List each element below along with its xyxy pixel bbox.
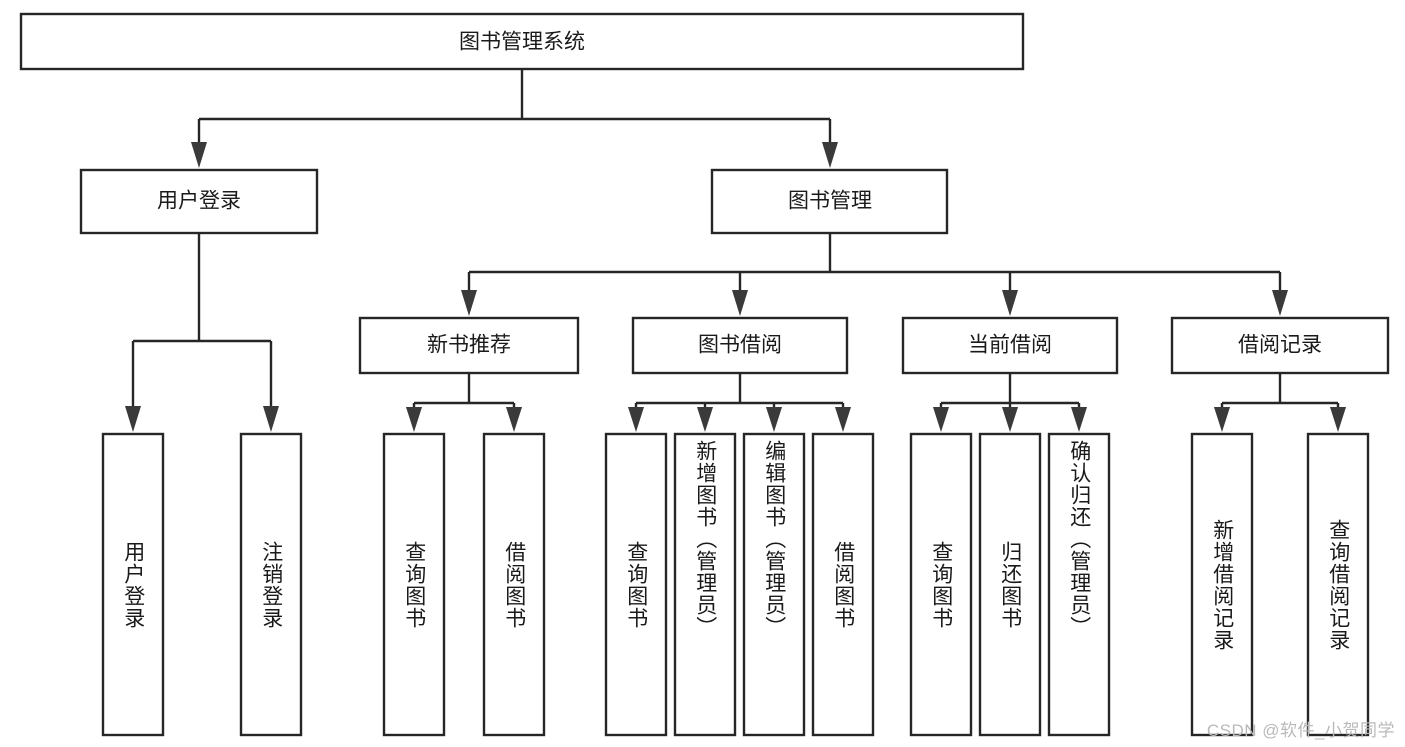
leaf-box-new-book-rec-1[interactable] bbox=[482, 432, 546, 737]
arrow-head-leaf-book-borrow-1 bbox=[697, 407, 713, 432]
arrow-head-borrow-record bbox=[1272, 290, 1288, 316]
leaf-boxes-current-borrow bbox=[909, 432, 1111, 737]
arrow-head-leaf-borrow-record-0 bbox=[1214, 407, 1230, 432]
arrow-head-book-borrow bbox=[732, 290, 748, 316]
node-new-book-rec-label: 新书推荐 bbox=[427, 334, 511, 357]
connector-group-user-login bbox=[125, 233, 279, 432]
arrow-head-leaf-book-borrow-2 bbox=[766, 407, 782, 432]
arrow-head-leaf-book-borrow-3 bbox=[835, 407, 851, 432]
node-borrow-record-label: 借阅记录 bbox=[1238, 334, 1322, 357]
node-current-borrow-box[interactable] bbox=[901, 316, 1119, 375]
arrow-head-new-book-rec bbox=[461, 290, 477, 316]
leaf-boxes-borrow-record bbox=[1190, 432, 1370, 737]
connector-group-root bbox=[191, 69, 838, 168]
node-user-login-box[interactable] bbox=[79, 168, 319, 235]
node-root-label: 图书管理系统 bbox=[459, 31, 585, 54]
leaf-box-new-book-rec-0[interactable] bbox=[382, 432, 446, 737]
arrow-head-current-borrow bbox=[1002, 290, 1018, 316]
arrow-head-leaf-book-borrow-0 bbox=[628, 407, 644, 432]
connector-group-book-manage bbox=[461, 233, 1288, 316]
leaf-box-current-borrow-2[interactable] bbox=[1047, 432, 1111, 737]
connector-group-book-borrow bbox=[628, 373, 851, 432]
leaf-boxes-user-login bbox=[101, 432, 303, 737]
arrow-head-leaf-user-login-1 bbox=[263, 406, 279, 432]
node-book-borrow-label: 图书借阅 bbox=[698, 334, 782, 357]
node-current-borrow-label: 当前借阅 bbox=[968, 334, 1052, 357]
arrow-head-leaf-new-book-rec-1 bbox=[506, 407, 522, 432]
node-book-manage-box[interactable] bbox=[710, 168, 949, 235]
leaf-box-current-borrow-1[interactable] bbox=[978, 432, 1042, 737]
node-borrow-record-box[interactable] bbox=[1170, 316, 1390, 375]
arrow-head-leaf-borrow-record-1 bbox=[1330, 407, 1346, 432]
leaf-box-book-borrow-0[interactable] bbox=[604, 432, 668, 737]
leaf-boxes-new-book-rec bbox=[382, 432, 546, 737]
node-book-borrow-box[interactable] bbox=[631, 316, 849, 375]
leaf-box-book-borrow-3[interactable] bbox=[811, 432, 875, 737]
node-root-box[interactable] bbox=[19, 12, 1025, 71]
arrow-head-leaf-current-borrow-0 bbox=[933, 407, 949, 432]
leaf-box-user-login-1[interactable] bbox=[239, 432, 303, 737]
connector-group-current-borrow bbox=[933, 373, 1087, 432]
leaf-box-current-borrow-0[interactable] bbox=[909, 432, 973, 737]
leaf-box-book-borrow-2[interactable] bbox=[742, 432, 806, 737]
node-new-book-rec-box[interactable] bbox=[358, 316, 580, 375]
arrow-head-leaf-current-borrow-1 bbox=[1002, 407, 1018, 432]
arrow-head-user-login bbox=[191, 142, 207, 168]
leaf-box-borrow-record-1[interactable] bbox=[1306, 432, 1370, 737]
leaf-box-book-borrow-1[interactable] bbox=[673, 432, 737, 737]
node-user-login-label: 用户登录 bbox=[157, 190, 241, 213]
arrow-head-book-manage bbox=[822, 142, 838, 168]
arrow-head-leaf-current-borrow-2 bbox=[1071, 407, 1087, 432]
leaf-box-borrow-record-0[interactable] bbox=[1190, 432, 1254, 737]
arrow-head-leaf-user-login-0 bbox=[125, 406, 141, 432]
connector-group-new-book-rec bbox=[406, 373, 522, 432]
csdn-watermark: CSDN @软件_小贺同学 bbox=[1206, 721, 1395, 740]
leaf-box-user-login-0[interactable] bbox=[101, 432, 165, 737]
node-book-manage-label: 图书管理 bbox=[788, 190, 872, 213]
leaf-boxes-book-borrow bbox=[604, 432, 875, 737]
arrow-head-leaf-new-book-rec-0 bbox=[406, 407, 422, 432]
connector-group-borrow-record bbox=[1214, 373, 1346, 432]
